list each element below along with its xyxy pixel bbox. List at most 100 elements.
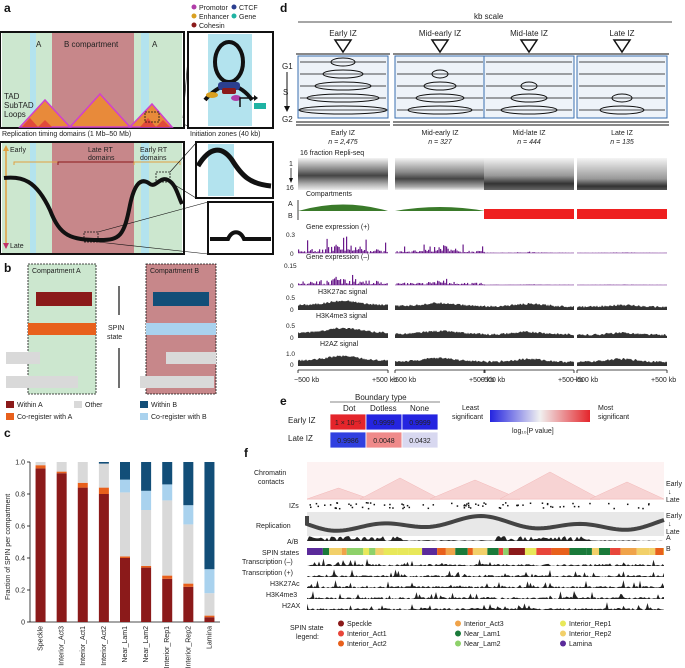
gene-minus-bar	[413, 283, 415, 285]
iz-mark	[401, 503, 403, 505]
panel-label-c: c	[4, 426, 11, 440]
k4-y0: 0	[290, 335, 294, 342]
spin-legend-1: SPIN state	[290, 625, 324, 632]
panel-d-track-labels: 16 fraction Repli-seq 1 16 Compartments …	[284, 150, 370, 369]
gene-plus-bar	[458, 251, 460, 253]
gene-minus-bar	[355, 279, 357, 285]
gene-plus-bar	[380, 250, 382, 253]
gene-plus-bar	[434, 247, 436, 253]
gene-minus-bar	[307, 283, 309, 285]
spin-segment	[586, 548, 592, 555]
iz-mark	[367, 507, 370, 510]
gene-plus-bar	[404, 246, 406, 253]
y-tick-label: 0.2	[15, 588, 25, 595]
panel-d-cellcycle: G1 S G2	[282, 62, 293, 124]
iz-count: n = 444	[517, 139, 541, 146]
gene-plus-bar	[379, 250, 381, 253]
chip-signal	[577, 358, 667, 366]
x-tick-label: Near_Lam2	[143, 626, 150, 663]
rt-domains-label: Replication timing domains (1 Mb–50 Mb)	[2, 131, 131, 138]
gene-plus-bar	[483, 251, 485, 253]
bar-segment	[120, 462, 130, 480]
panel-e-table: Boundary type Dot Dotless None Early IZ …	[288, 393, 629, 449]
iz-mark	[329, 504, 332, 506]
x-label-right: +500 kb	[372, 377, 397, 384]
bar-segment	[183, 462, 194, 506]
iz-mark	[647, 503, 650, 506]
spin-segment	[591, 548, 600, 555]
gene-minus-bar	[417, 282, 419, 285]
legend-dot	[231, 4, 237, 10]
gene-minus-bar	[432, 282, 434, 285]
legend-dot	[191, 13, 197, 19]
legend-label: CTCF	[239, 5, 258, 12]
gene-plus-bar	[359, 246, 361, 253]
legend-label: Other	[85, 402, 103, 409]
gp-ytick: 0.3	[286, 232, 295, 239]
gene-plus-bar	[335, 244, 337, 253]
gene-minus-bar	[304, 283, 306, 285]
spin-segment	[437, 548, 446, 555]
g2-label: G2	[282, 115, 293, 124]
gene-plus-bar	[376, 249, 378, 253]
gene-minus-bar	[334, 278, 336, 285]
gene-minus-bar	[373, 282, 375, 285]
iz-title: Early IZ	[331, 130, 356, 137]
gene-plus-bar	[419, 251, 421, 253]
iz-mark	[336, 502, 339, 504]
gene-plus-bar	[311, 249, 313, 253]
iz-mark	[572, 502, 574, 505]
iz-title: Mid-late IZ	[512, 130, 546, 137]
compartment-b-area	[577, 209, 667, 219]
gene-plus-bar	[444, 245, 446, 253]
bar-segment	[162, 575, 173, 579]
gene-minus-bar	[364, 283, 366, 285]
gene-plus-bar	[440, 248, 442, 253]
replication-bubble	[423, 81, 457, 91]
spin-segment	[329, 548, 342, 555]
iz-mark	[406, 504, 409, 507]
bar-segment	[120, 492, 130, 557]
gene-minus-bar	[346, 283, 348, 285]
gene-plus-bar	[477, 250, 479, 253]
x-tick-label: Interior_Act3	[59, 626, 66, 666]
iz-mark	[475, 503, 477, 505]
gene-minus-bar	[437, 280, 439, 285]
iz-mark	[608, 502, 610, 505]
gene-plus-bar	[361, 249, 363, 253]
gene-plus-bar	[431, 251, 433, 253]
gene-minus-bar	[380, 282, 382, 285]
iz-mark	[562, 505, 565, 508]
gene-plus-bar	[449, 251, 451, 253]
gene-plus-bar	[465, 252, 467, 253]
gene-plus-bar	[426, 251, 428, 253]
h2-y0: 0	[290, 362, 294, 369]
gene-minus-bar	[480, 282, 482, 285]
iz-mark	[361, 506, 364, 509]
gene-minus-bar	[533, 284, 535, 285]
bar-segment	[56, 473, 67, 622]
iz-mark	[389, 506, 391, 509]
iz-mark	[334, 507, 337, 509]
gene-minus-bar	[376, 280, 378, 285]
spin-legend-dot	[455, 630, 461, 637]
gene-plus-bar	[435, 250, 437, 253]
spin-segment	[455, 548, 468, 555]
tad-label: TAD	[4, 92, 20, 101]
replication-bubble	[330, 57, 356, 67]
spin-segment	[620, 548, 637, 555]
legend-label: Promotor	[199, 5, 228, 12]
panel-d-header: kb scale	[298, 12, 672, 23]
iz-mark	[403, 506, 406, 509]
replication-bubble	[298, 105, 388, 115]
bar-segment	[77, 487, 88, 622]
legend-label: Co-register with B	[151, 414, 207, 421]
col-dotless: Dotless	[370, 404, 397, 413]
iz-mark	[504, 502, 507, 504]
track-h2ax: H2AX	[282, 603, 301, 610]
compartment-b-label: B compartment	[64, 40, 119, 49]
bar-segment	[98, 494, 109, 622]
gene-minus-bar	[350, 284, 352, 285]
